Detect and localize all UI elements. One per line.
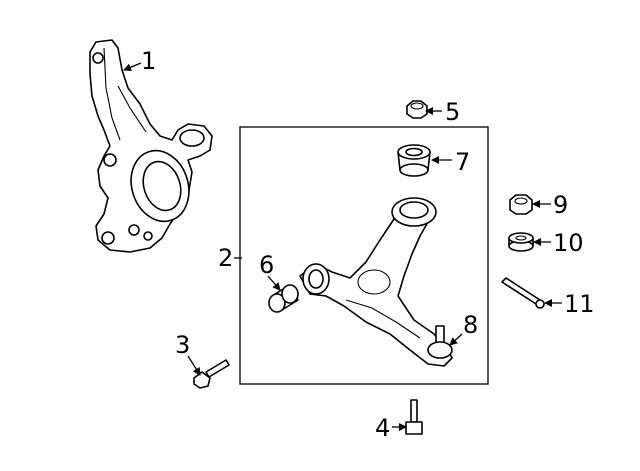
steering-knuckle[interactable]	[89, 39, 213, 253]
callout-5: 5	[445, 98, 460, 126]
callout-11: 11	[564, 290, 595, 318]
callout-3: 3	[175, 331, 190, 359]
callout-4: 4	[375, 414, 390, 442]
bolt-4[interactable]	[405, 399, 423, 435]
callout-6: 6	[259, 251, 274, 279]
callout-10: 10	[553, 229, 584, 257]
washer-10[interactable]	[508, 232, 534, 252]
ball-joint[interactable]	[427, 325, 453, 359]
nut-9[interactable]	[509, 194, 533, 215]
bolt-3[interactable]	[193, 359, 230, 389]
callout-7: 7	[455, 148, 470, 176]
nut-5[interactable]	[406, 100, 428, 119]
lower-control-arm[interactable]	[299, 197, 453, 367]
rear-bushing[interactable]	[397, 144, 431, 177]
cotter-pin[interactable]	[501, 277, 545, 309]
front-bushing[interactable]	[268, 284, 299, 313]
callout-2: 2	[218, 244, 233, 272]
callout-8: 8	[463, 311, 478, 339]
leader-lines	[123, 62, 562, 431]
callout-labels: 1 2 3 4 5 6 7 8 9 10 11	[141, 47, 595, 442]
callout-1: 1	[141, 47, 156, 75]
callout-9: 9	[553, 191, 568, 219]
assembly-frame	[239, 126, 489, 385]
